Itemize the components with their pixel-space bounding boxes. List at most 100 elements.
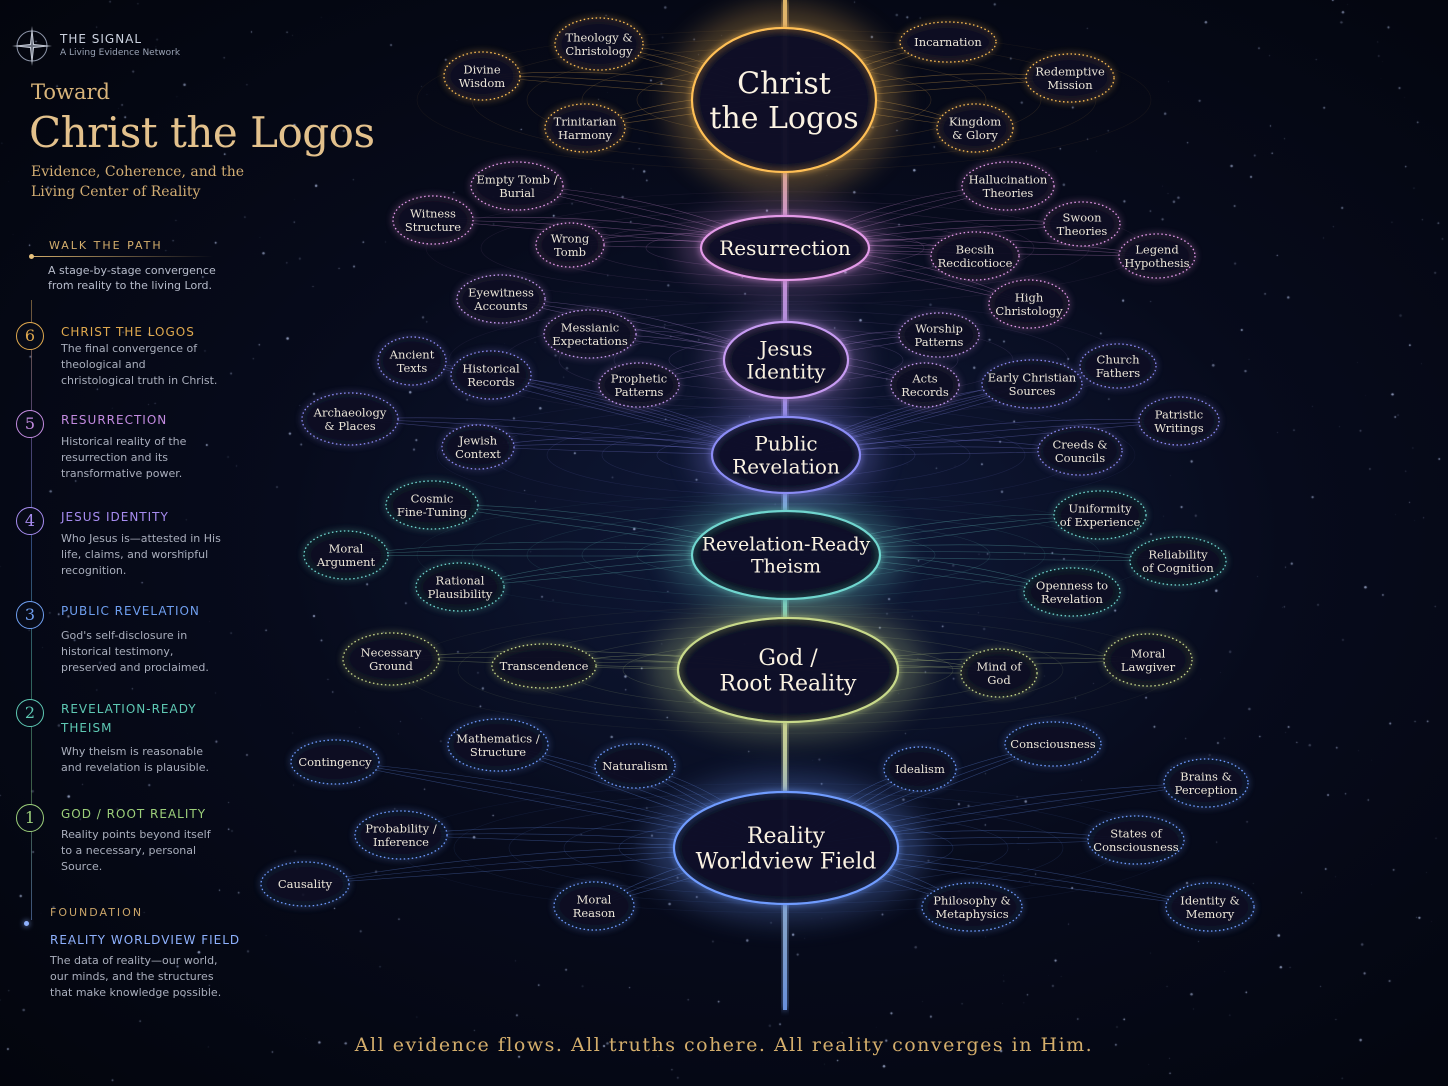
brand-tagline: A Living Evidence Network [60,48,181,58]
evidence-node[interactable]: Empty Tomb /Burial [470,161,564,211]
node-label: Swoon [1063,210,1103,224]
node-label: Texts [397,361,428,375]
evidence-node[interactable]: Identity &Memory [1165,882,1255,932]
hub-label: Jesus [757,337,812,361]
evidence-node[interactable]: Causality [260,861,350,907]
evidence-node[interactable]: Naturalism [594,743,676,789]
compass-star-icon [12,26,52,66]
evidence-node[interactable]: Archaeology& Places [301,392,399,446]
evidence-node[interactable]: Philosophy &Metaphysics [921,882,1023,932]
node-label: Patterns [615,385,664,399]
step-description: Why theism is reasonable and revelation … [61,745,210,774]
node-label: Legend [1135,242,1179,256]
node-ring [594,743,676,789]
node-label: Mission [1047,78,1093,92]
step-heading: RESURRECTION [61,413,168,427]
hub-label: Theism [751,556,821,578]
node-ring [883,746,957,792]
step-heading: JESUS IDENTITY [61,510,169,524]
node-label: Sources [1009,384,1056,398]
evidence-node[interactable]: Probability /Inference [354,810,448,860]
node-label: States of [1110,826,1162,840]
node-label: Naturalism [602,759,668,773]
node-label: Prophetic [611,371,667,385]
node-label: Recdicotioce [938,256,1013,270]
hub-god[interactable]: God /Root Reality [676,616,900,724]
evidence-node[interactable]: Mathematics /Structure [447,718,549,772]
node-label: God [987,673,1011,687]
node-label: Historical [462,361,520,375]
node-ring [342,632,440,686]
step-number-badge: 4 [16,507,44,535]
node-ring [1118,233,1196,279]
evidence-node[interactable]: Kingdom& Glory [936,103,1014,153]
node-label: Acts [911,371,937,385]
evidence-node[interactable]: Incarnation [899,21,997,63]
node-ring [936,103,1014,153]
node-ring [301,392,399,446]
evidence-node[interactable]: Transcendence [491,643,597,689]
node-label: of Experience [1060,515,1141,529]
node-label: Accounts [473,299,528,313]
step-number-badge: 6 [16,322,44,350]
node-label: Patterns [915,335,964,349]
motto-footer: All evidence flows. All truths cohere. A… [354,1034,1094,1056]
evidence-node[interactable]: Creeds &Councils [1037,426,1123,476]
node-label: Fathers [1096,366,1140,380]
evidence-node[interactable]: Consciousness [1004,721,1102,767]
node-ring [598,362,680,408]
node-label: Patristic [1155,407,1204,421]
evidence-node[interactable]: Brains &Perception [1163,758,1249,808]
evidence-node[interactable]: Idealism [883,746,957,792]
evidence-node[interactable]: Theology &Christology [554,17,644,71]
node-label: Transcendence [500,659,589,673]
node-label: Harmony [558,128,613,142]
node-ring [1165,882,1255,932]
hub-resurrection[interactable]: Resurrection [699,214,871,282]
node-label: Moral [1131,646,1166,660]
evidence-node[interactable]: Contingency [290,739,380,785]
node-label: Empty Tomb / [477,172,558,186]
node-label: Probability / [365,821,437,835]
node-label: Trinitarian [554,114,617,128]
node-ring [898,312,980,358]
